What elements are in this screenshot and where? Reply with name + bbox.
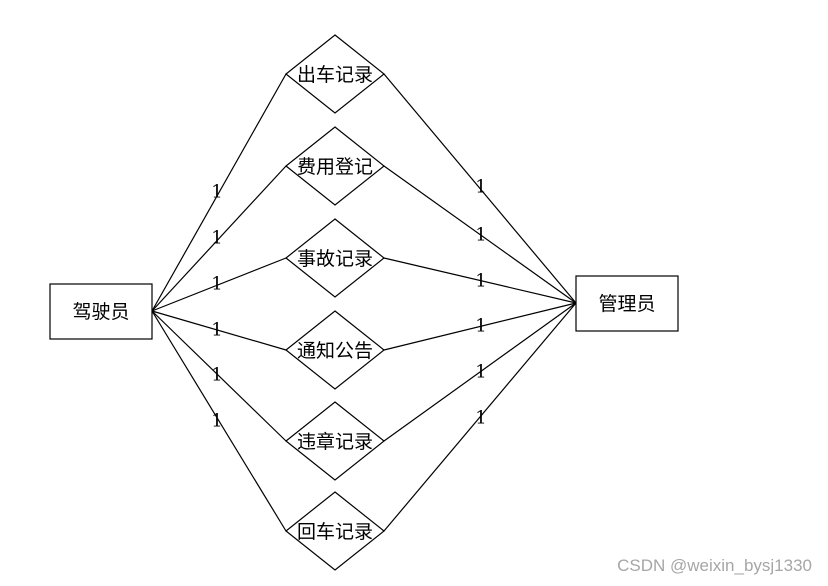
connector-driver-rel-2 — [151, 165, 287, 312]
relationship-6-diamond — [285, 491, 385, 571]
connector-rel-1-admin — [383, 73, 577, 304]
relationship-4-diamond — [285, 310, 385, 390]
entity-driver-box — [49, 283, 153, 340]
cardinality-right-3: 1 — [475, 271, 486, 292]
connector-rel-4-admin — [383, 302, 577, 351]
admin-side-cardinalities: 1 1 1 1 1 1 — [475, 177, 486, 429]
relationship-2-label: 费用登记 — [297, 156, 373, 178]
connector-driver-rel-6 — [151, 310, 287, 532]
relationship-2-diamond — [285, 126, 385, 206]
cardinality-left-3: 1 — [211, 274, 222, 295]
cardinality-left-6: 1 — [211, 411, 222, 432]
cardinality-left-2: 1 — [211, 228, 222, 249]
relationship-1-diamond — [285, 34, 385, 114]
entity-driver: 驾驶员 — [49, 283, 153, 340]
relationship-5-diamond — [285, 401, 385, 481]
cardinality-right-6: 1 — [475, 408, 486, 429]
entity-driver-label: 驾驶员 — [72, 301, 129, 323]
cardinality-right-1: 1 — [475, 177, 486, 198]
relationship-3-label: 事故记录 — [297, 248, 373, 270]
relationship-1: 出车记录 — [285, 34, 385, 114]
driver-side-cardinalities: 1 1 1 1 1 1 — [211, 182, 222, 432]
relationship-3-diamond — [285, 218, 385, 298]
entity-admin-box — [575, 275, 679, 332]
relationship-6-label: 回车记录 — [297, 521, 373, 543]
cardinality-right-2: 1 — [475, 225, 486, 246]
entity-admin: 管理员 — [575, 275, 679, 332]
relationship-2: 费用登记 — [285, 126, 385, 206]
entity-admin-label: 管理员 — [598, 293, 655, 315]
relationship-6: 回车记录 — [285, 491, 385, 571]
connector-lines — [151, 73, 577, 532]
relationship-4: 通知公告 — [285, 310, 385, 390]
csdn-watermark: CSDN @weixin_bysj1330 — [617, 556, 812, 575]
connector-rel-2-admin — [383, 165, 577, 304]
relationship-5: 违章记录 — [285, 401, 385, 481]
connector-driver-rel-1 — [151, 73, 287, 312]
relationship-4-label: 通知公告 — [297, 340, 373, 362]
connector-driver-rel-4 — [151, 310, 287, 351]
relationship-3: 事故记录 — [285, 218, 385, 298]
cardinality-left-1: 1 — [211, 182, 222, 203]
connector-driver-rel-5 — [151, 310, 287, 442]
cardinality-right-5: 1 — [475, 362, 486, 383]
cardinality-right-4: 1 — [475, 316, 486, 337]
cardinality-left-5: 1 — [211, 365, 222, 386]
relationship-5-label: 违章记录 — [297, 431, 373, 453]
connector-driver-rel-3 — [151, 257, 287, 312]
relationship-1-label: 出车记录 — [297, 64, 373, 86]
connector-rel-6-admin — [383, 302, 577, 532]
cardinality-left-4: 1 — [211, 320, 222, 341]
connector-rel-3-admin — [383, 257, 577, 304]
connector-rel-5-admin — [383, 302, 577, 442]
